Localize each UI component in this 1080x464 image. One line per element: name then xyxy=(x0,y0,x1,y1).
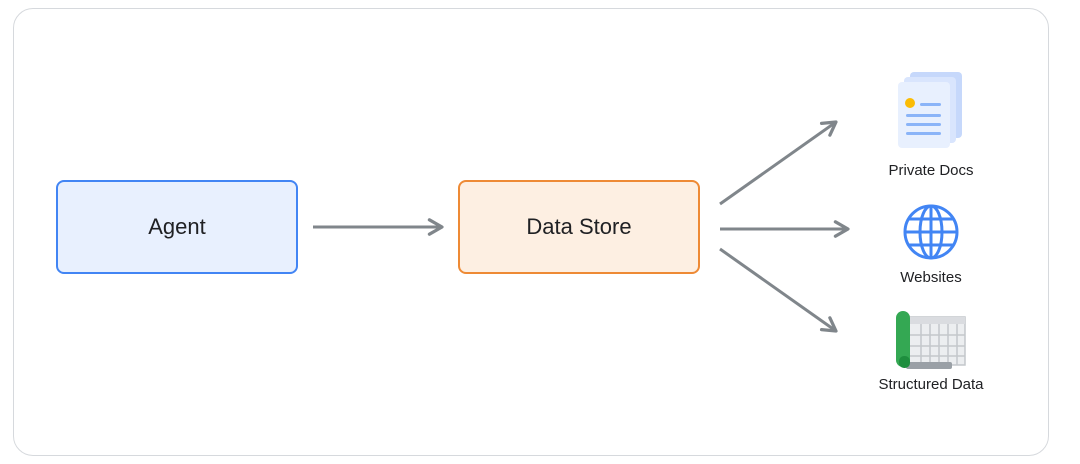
websites-label: Websites xyxy=(900,269,962,286)
globe-icon xyxy=(902,203,960,261)
private-docs-label: Private Docs xyxy=(888,162,974,179)
structured-data-label: Structured Data xyxy=(878,376,984,393)
spreadsheet-icon xyxy=(896,310,968,372)
agent-label: Agent xyxy=(148,214,206,239)
agent-node: Agent xyxy=(56,180,298,274)
document-stack-icon xyxy=(896,70,968,150)
data-store-label: Data Store xyxy=(526,214,632,239)
data-store-node: Data Store xyxy=(458,180,700,274)
